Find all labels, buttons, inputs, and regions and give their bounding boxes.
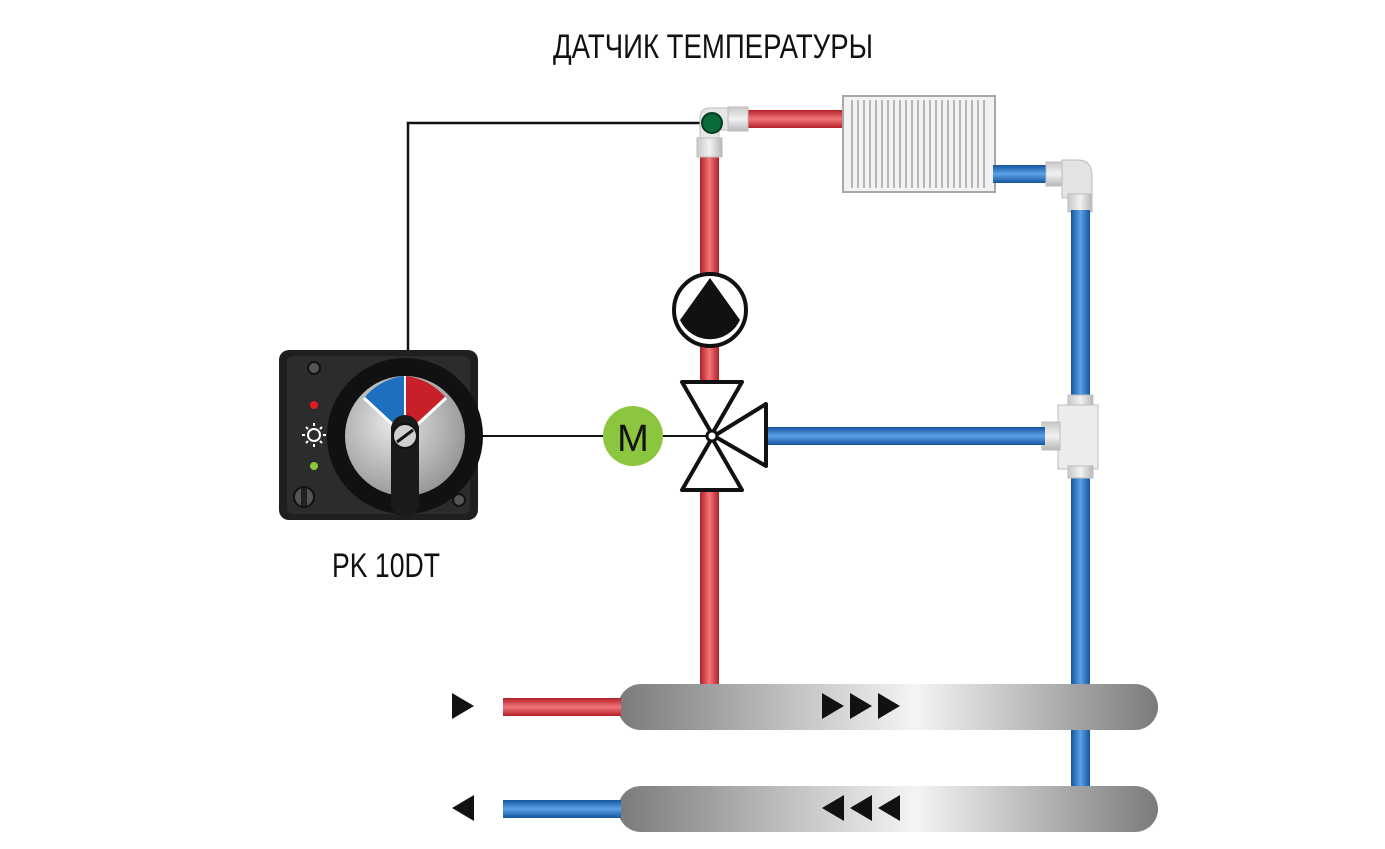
manual-switch-icon	[293, 486, 315, 508]
led-green	[310, 462, 318, 470]
hot-inlet-pipe	[503, 698, 621, 716]
sensor-wire	[406, 121, 708, 352]
cold-return-pipe-lower	[1071, 472, 1090, 790]
elbow-fitting-top-left	[696, 106, 749, 158]
hot-supply-pipe-upper	[700, 155, 719, 275]
motor-icon: M	[603, 406, 663, 466]
cold-bypass-pipe	[765, 427, 1045, 445]
hot-supply-pipe-mid	[700, 344, 719, 386]
led-red	[310, 401, 318, 409]
three-way-valve-icon	[680, 380, 768, 492]
pump-icon	[672, 272, 748, 348]
radiator-icon	[842, 95, 996, 193]
radiator-return-pipe	[993, 165, 1048, 183]
flow-arrows-supply	[822, 693, 900, 719]
controller-label: PK 10DT	[332, 547, 440, 585]
flow-arrows-return	[822, 795, 900, 821]
cold-outlet-pipe	[503, 800, 621, 818]
hot-supply-pipe-lower	[700, 488, 719, 686]
motor-label: M	[617, 418, 649, 460]
flow-arrow-icon-return-out	[452, 795, 474, 821]
controller-icon	[279, 350, 483, 520]
sun-icon	[302, 423, 326, 447]
elbow-fitting-top-right	[1045, 159, 1093, 213]
sensor-label: ДАТЧИК ТЕМПЕРАТУРЫ	[553, 28, 873, 66]
temperature-sensor-icon	[701, 112, 723, 134]
cold-return-pipe-upper	[1071, 210, 1090, 400]
flow-arrow-icon-supply-in	[452, 693, 474, 719]
tee-fitting	[1041, 394, 1099, 479]
hot-radiator-pipe	[745, 110, 845, 128]
